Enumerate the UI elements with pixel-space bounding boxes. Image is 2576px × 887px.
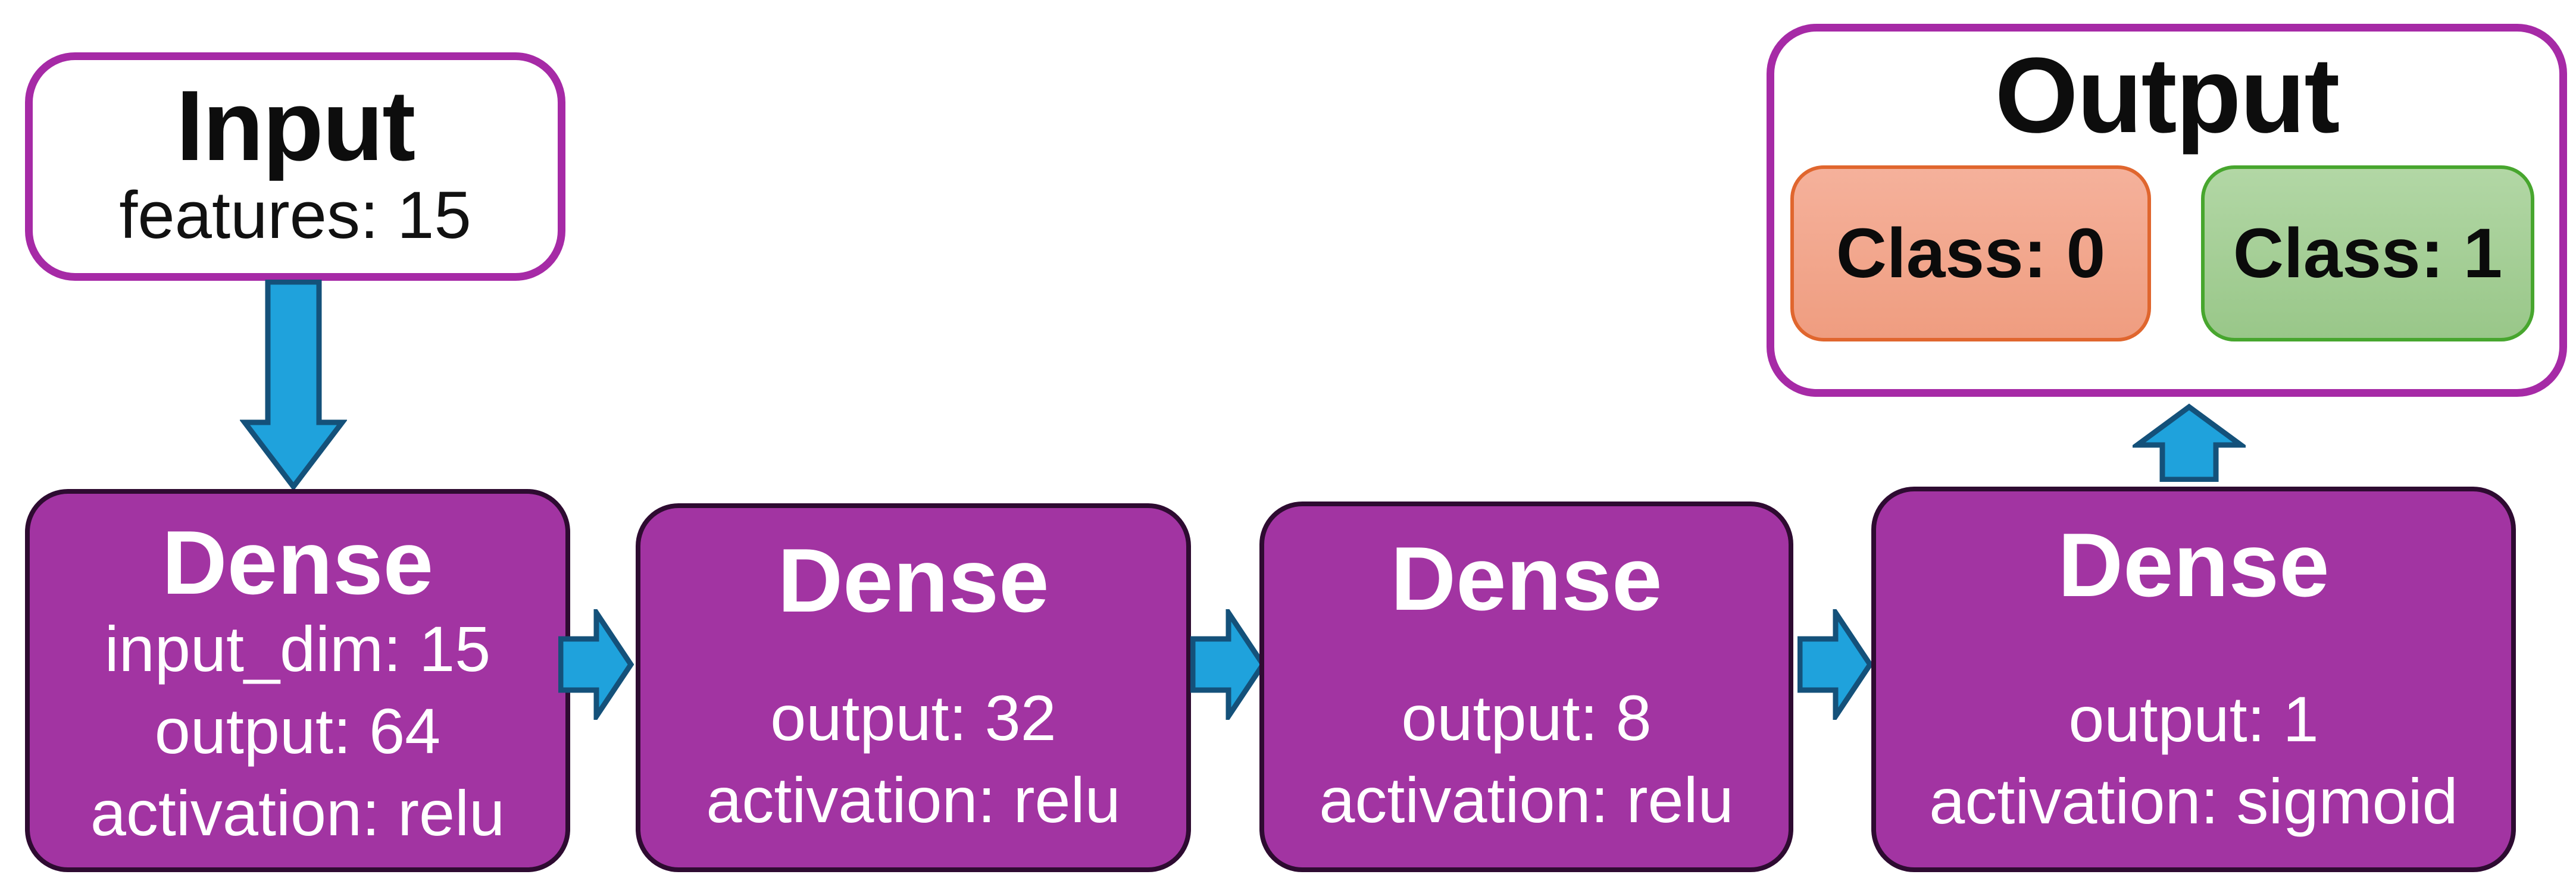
dense-layer-1: Dense input_dim: 15 output: 64 activatio…	[25, 489, 570, 872]
output-class-1-chip: Class: 1	[2201, 165, 2534, 341]
connector-arrow-down	[240, 280, 347, 490]
dense-layer-1-params: input_dim: 15 output: 64 activation: rel…	[90, 608, 505, 855]
connector-arrow-right-1	[558, 609, 634, 720]
dense-layer-2-param: output: 32	[770, 681, 1056, 754]
dense-layer-3: Dense output: 8 activation: relu	[1259, 502, 1793, 872]
dense-layer-3-param: activation: relu	[1319, 763, 1734, 836]
input-node-features-label: features: 15	[119, 178, 471, 252]
dense-layer-2-params: output: 32 activation: relu	[706, 677, 1120, 841]
dense-layer-3-params: output: 8 activation: relu	[1319, 677, 1733, 841]
dense-layer-4-param: activation: sigmoid	[1929, 764, 2458, 837]
output-node: Output Class: 0 Class: 1	[1767, 24, 2567, 397]
input-node: Input features: 15	[25, 52, 565, 281]
input-node-title: Input	[176, 70, 415, 181]
dense-layer-4-params: output: 1 activation: sigmoid	[1929, 678, 2458, 842]
dense-layer-1-title: Dense	[161, 512, 434, 613]
output-class-0-chip: Class: 0	[1790, 165, 2151, 341]
output-node-title: Output	[1994, 36, 2340, 155]
dense-layer-3-param: output: 8	[1401, 681, 1652, 754]
dense-layer-4-param: output: 1	[2068, 682, 2319, 755]
dense-layer-1-param: output: 64	[154, 695, 441, 767]
dense-layer-1-param: input_dim: 15	[104, 613, 491, 685]
dense-layer-4-title: Dense	[2058, 515, 2330, 616]
connector-arrow-right-2	[1190, 609, 1267, 720]
connector-arrow-up	[2133, 403, 2246, 482]
dense-layer-4: Dense output: 1 activation: sigmoid	[1871, 487, 2516, 872]
dense-layer-1-param: activation: relu	[90, 777, 505, 850]
dense-layer-2-param: activation: relu	[706, 763, 1121, 836]
dense-layer-3-title: Dense	[1390, 528, 1662, 629]
dense-layer-2-title: Dense	[777, 530, 1049, 631]
connector-arrow-right-3	[1797, 609, 1874, 720]
dense-layer-2: Dense output: 32 activation: relu	[636, 503, 1191, 872]
